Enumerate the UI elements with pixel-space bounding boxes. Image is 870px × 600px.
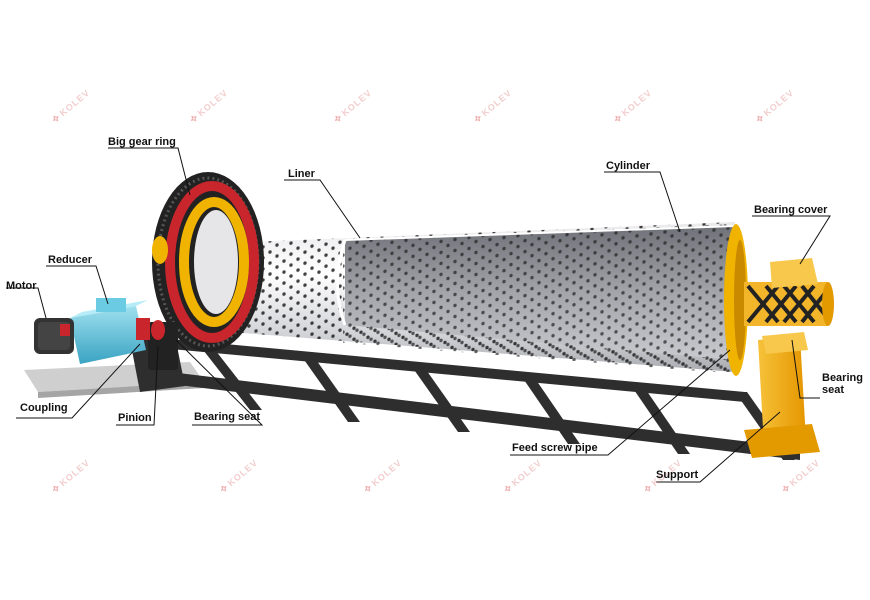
- label-feed-screw-pipe: Feed screw pipe: [512, 442, 598, 454]
- label-cylinder: Cylinder: [606, 160, 651, 172]
- label-liner: Liner: [288, 168, 315, 180]
- label-big-gear-ring: Big gear ring: [108, 136, 176, 148]
- label-bearing-seat-left: Bearing seat: [194, 411, 261, 423]
- label-bearing-seat-right-line1: Bearing: [822, 372, 863, 384]
- big-gear-ring: [152, 172, 264, 352]
- pinion: [148, 320, 178, 370]
- right-flange: [724, 224, 748, 376]
- leader-lines: [6, 147, 831, 483]
- label-coupling: Coupling: [20, 402, 68, 414]
- coupling: [136, 318, 150, 340]
- label-bearing-cover: Bearing cover: [754, 204, 828, 216]
- motor: [34, 318, 74, 354]
- support-pedestal: [744, 332, 820, 458]
- label-bearing-seat-right: Bearing seat: [822, 372, 863, 396]
- label-support: Support: [656, 469, 699, 481]
- reducer: [70, 298, 148, 364]
- label-bearing-seat-right-line2: seat: [822, 384, 845, 396]
- feed-screw-pipe: [744, 282, 834, 326]
- label-pinion: Pinion: [118, 412, 152, 424]
- label-reducer: Reducer: [48, 254, 93, 266]
- bearing-cover: [770, 258, 818, 288]
- label-motor: Motor: [6, 280, 37, 292]
